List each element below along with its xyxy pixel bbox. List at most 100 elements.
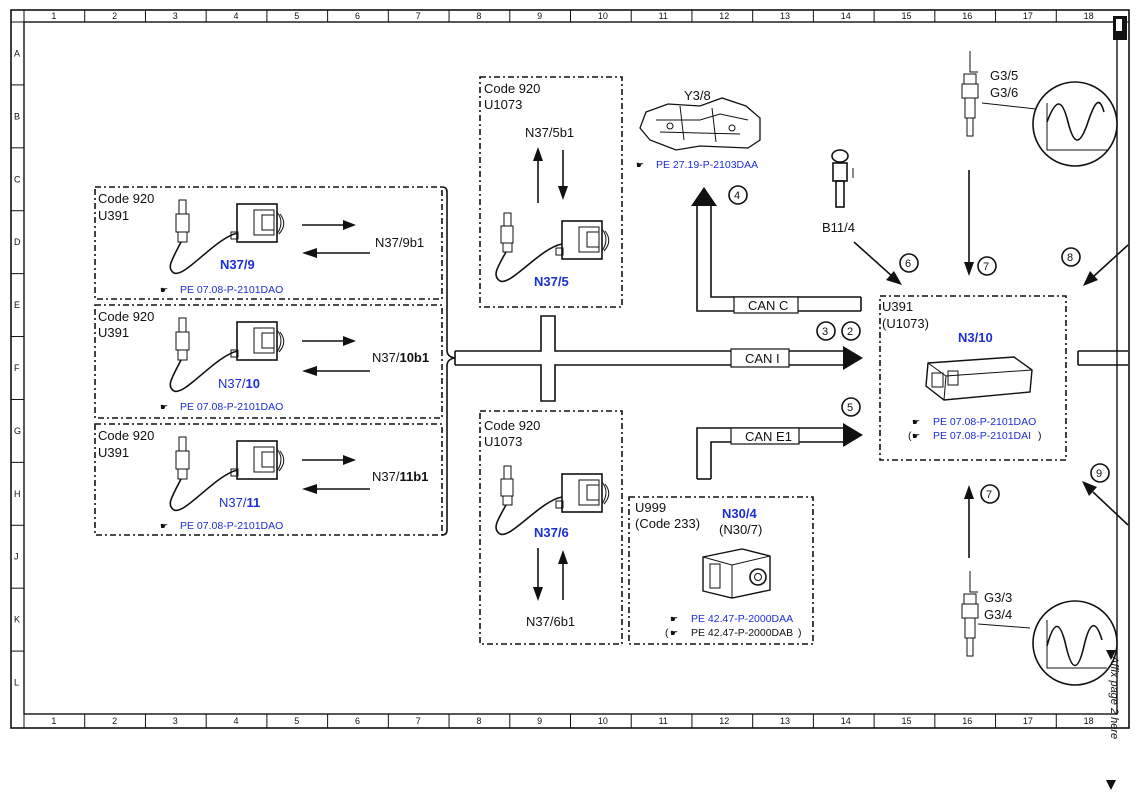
box-n37-6 [479, 410, 623, 645]
arrow-down-icon [1106, 780, 1116, 790]
signal-n37-6b1: N37/6b1 [526, 614, 575, 629]
engine-control-unit-icon [925, 356, 1033, 401]
variant-label: U1073 [484, 434, 522, 449]
grid-row-label: B [14, 111, 20, 121]
component-n37-10[interactable]: N37/10 [218, 376, 260, 391]
component-n37-9[interactable]: N37/9 [220, 257, 255, 272]
grid-row-label: K [14, 615, 20, 625]
grid-col-label: 6 [355, 716, 360, 726]
variant-label: U391 [98, 445, 129, 460]
component-n37-6[interactable]: N37/6 [534, 525, 569, 540]
grid-col-label: 10 [598, 716, 608, 726]
grid-col-label: 4 [234, 716, 239, 726]
camera-icon [702, 548, 771, 599]
grid-col-label: 18 [1084, 716, 1094, 726]
signal-n37-5b1: N37/5b1 [525, 125, 574, 140]
y3-8-label: Y3/8 [684, 88, 711, 103]
can-e1-tag [730, 427, 800, 445]
grid-col-label: 11 [659, 11, 668, 21]
ref-link[interactable]: PE 07.08-P-2101DAO [933, 416, 1036, 428]
svg-text:9: 9 [1096, 468, 1102, 480]
nox-sensor-icon [495, 212, 563, 283]
ref-link[interactable]: PE 42.47-P-2000DAA [691, 613, 793, 625]
arrow-8 [1093, 244, 1129, 277]
bus-out-right [1077, 350, 1128, 366]
callout-3: 3 [816, 321, 836, 341]
variant2-label: (U1073) [882, 316, 929, 331]
sine-wave-icon [1032, 600, 1118, 686]
svg-text:4: 4 [734, 190, 740, 202]
ref-paren-open: ( [908, 430, 912, 442]
svg-text:3: 3 [822, 326, 828, 338]
variant-label: U391 [98, 325, 129, 340]
grid-col-label: 8 [476, 716, 481, 726]
component-n37-5[interactable]: N37/5 [534, 274, 569, 289]
ref-link[interactable]: PE 07.08-P-2101DAO [180, 520, 283, 532]
ref-paren-open: ( [665, 627, 669, 639]
component-n37-11[interactable]: N37/11 [219, 495, 260, 510]
arrow-down-icon [1106, 650, 1116, 660]
ref-link[interactable]: PE 07.08-P-2101DAO [180, 401, 283, 413]
nox-sensor-icon [495, 465, 563, 536]
grid-col-label: 1 [51, 11, 56, 21]
ref-link[interactable]: PE 07.08-P-2101DAO [180, 284, 283, 296]
grid-col-label: 14 [841, 716, 851, 726]
grid-row-label: C [14, 174, 21, 184]
box-n37-5 [479, 76, 623, 308]
code-label: Code 920 [484, 81, 540, 96]
arrow-b11-4 [853, 241, 894, 278]
grid-col-label: 6 [355, 11, 360, 21]
grid-col-label: 7 [416, 716, 421, 726]
callout-5: 5 [841, 397, 861, 417]
g3-4-label: G3/4 [984, 607, 1012, 622]
grid-row-label: E [14, 300, 20, 310]
component-n3-10[interactable]: N3/10 [958, 330, 993, 345]
variant-label: U999 [635, 500, 666, 515]
svg-text:2: 2 [847, 326, 853, 338]
can-i-label: CAN I [745, 351, 780, 366]
grid-col-label: 16 [962, 716, 972, 726]
oxygen-sensor-icon [961, 571, 979, 657]
callout-4: 4 [728, 185, 748, 205]
grid-col-label: 16 [962, 11, 972, 21]
grid-col-label: 12 [719, 11, 729, 21]
callout-2: 2 [841, 321, 861, 341]
signal-n37-9b1: N37/9b1 [375, 235, 424, 250]
component-n30-4[interactable]: N30/4 [722, 506, 757, 521]
code-label: Code 920 [98, 428, 154, 443]
ref-paren-close: ) [1038, 430, 1042, 442]
arrow-9 [1092, 491, 1129, 526]
nox-sensor-icon [169, 317, 239, 393]
grid-col-label: 10 [598, 11, 608, 21]
pointer-icon: ☛ [636, 160, 644, 170]
control-unit-icon [230, 203, 285, 243]
corner-mark-icon [1113, 16, 1127, 40]
grid-col-label: 14 [841, 11, 851, 21]
code-label: Code 920 [98, 309, 154, 324]
valve-body-icon [639, 97, 761, 151]
svg-text:6: 6 [905, 258, 911, 270]
ref-link[interactable]: PE 27.19-P-2103DAA [656, 159, 758, 171]
grid-col-label: 3 [173, 716, 178, 726]
grid-col-label: 11 [659, 716, 668, 726]
box-n37-10 [94, 304, 443, 419]
ref-link[interactable]: PE 07.08-P-2101DAI [933, 430, 1031, 442]
signal-n37-11b1: N37/11b1 [372, 469, 428, 484]
signal-n37-10b1: N37/10b1 [372, 350, 429, 365]
grid-col-label: 7 [416, 11, 421, 21]
variant-label: U1073 [484, 97, 522, 112]
grid-row-label: J [14, 552, 19, 562]
pointer-icon: ☛ [160, 402, 168, 412]
code-label: (Code 233) [635, 516, 700, 531]
nox-sensor-icon [169, 436, 239, 512]
control-unit-icon [555, 473, 610, 513]
g3-3-label: G3/3 [984, 590, 1012, 605]
code-label: Code 920 [484, 418, 540, 433]
callout-9: 9 [1090, 463, 1110, 483]
sine-wave-icon [1032, 81, 1118, 167]
grid-col-label: 2 [112, 716, 117, 726]
can-e1-label: CAN E1 [745, 429, 792, 444]
